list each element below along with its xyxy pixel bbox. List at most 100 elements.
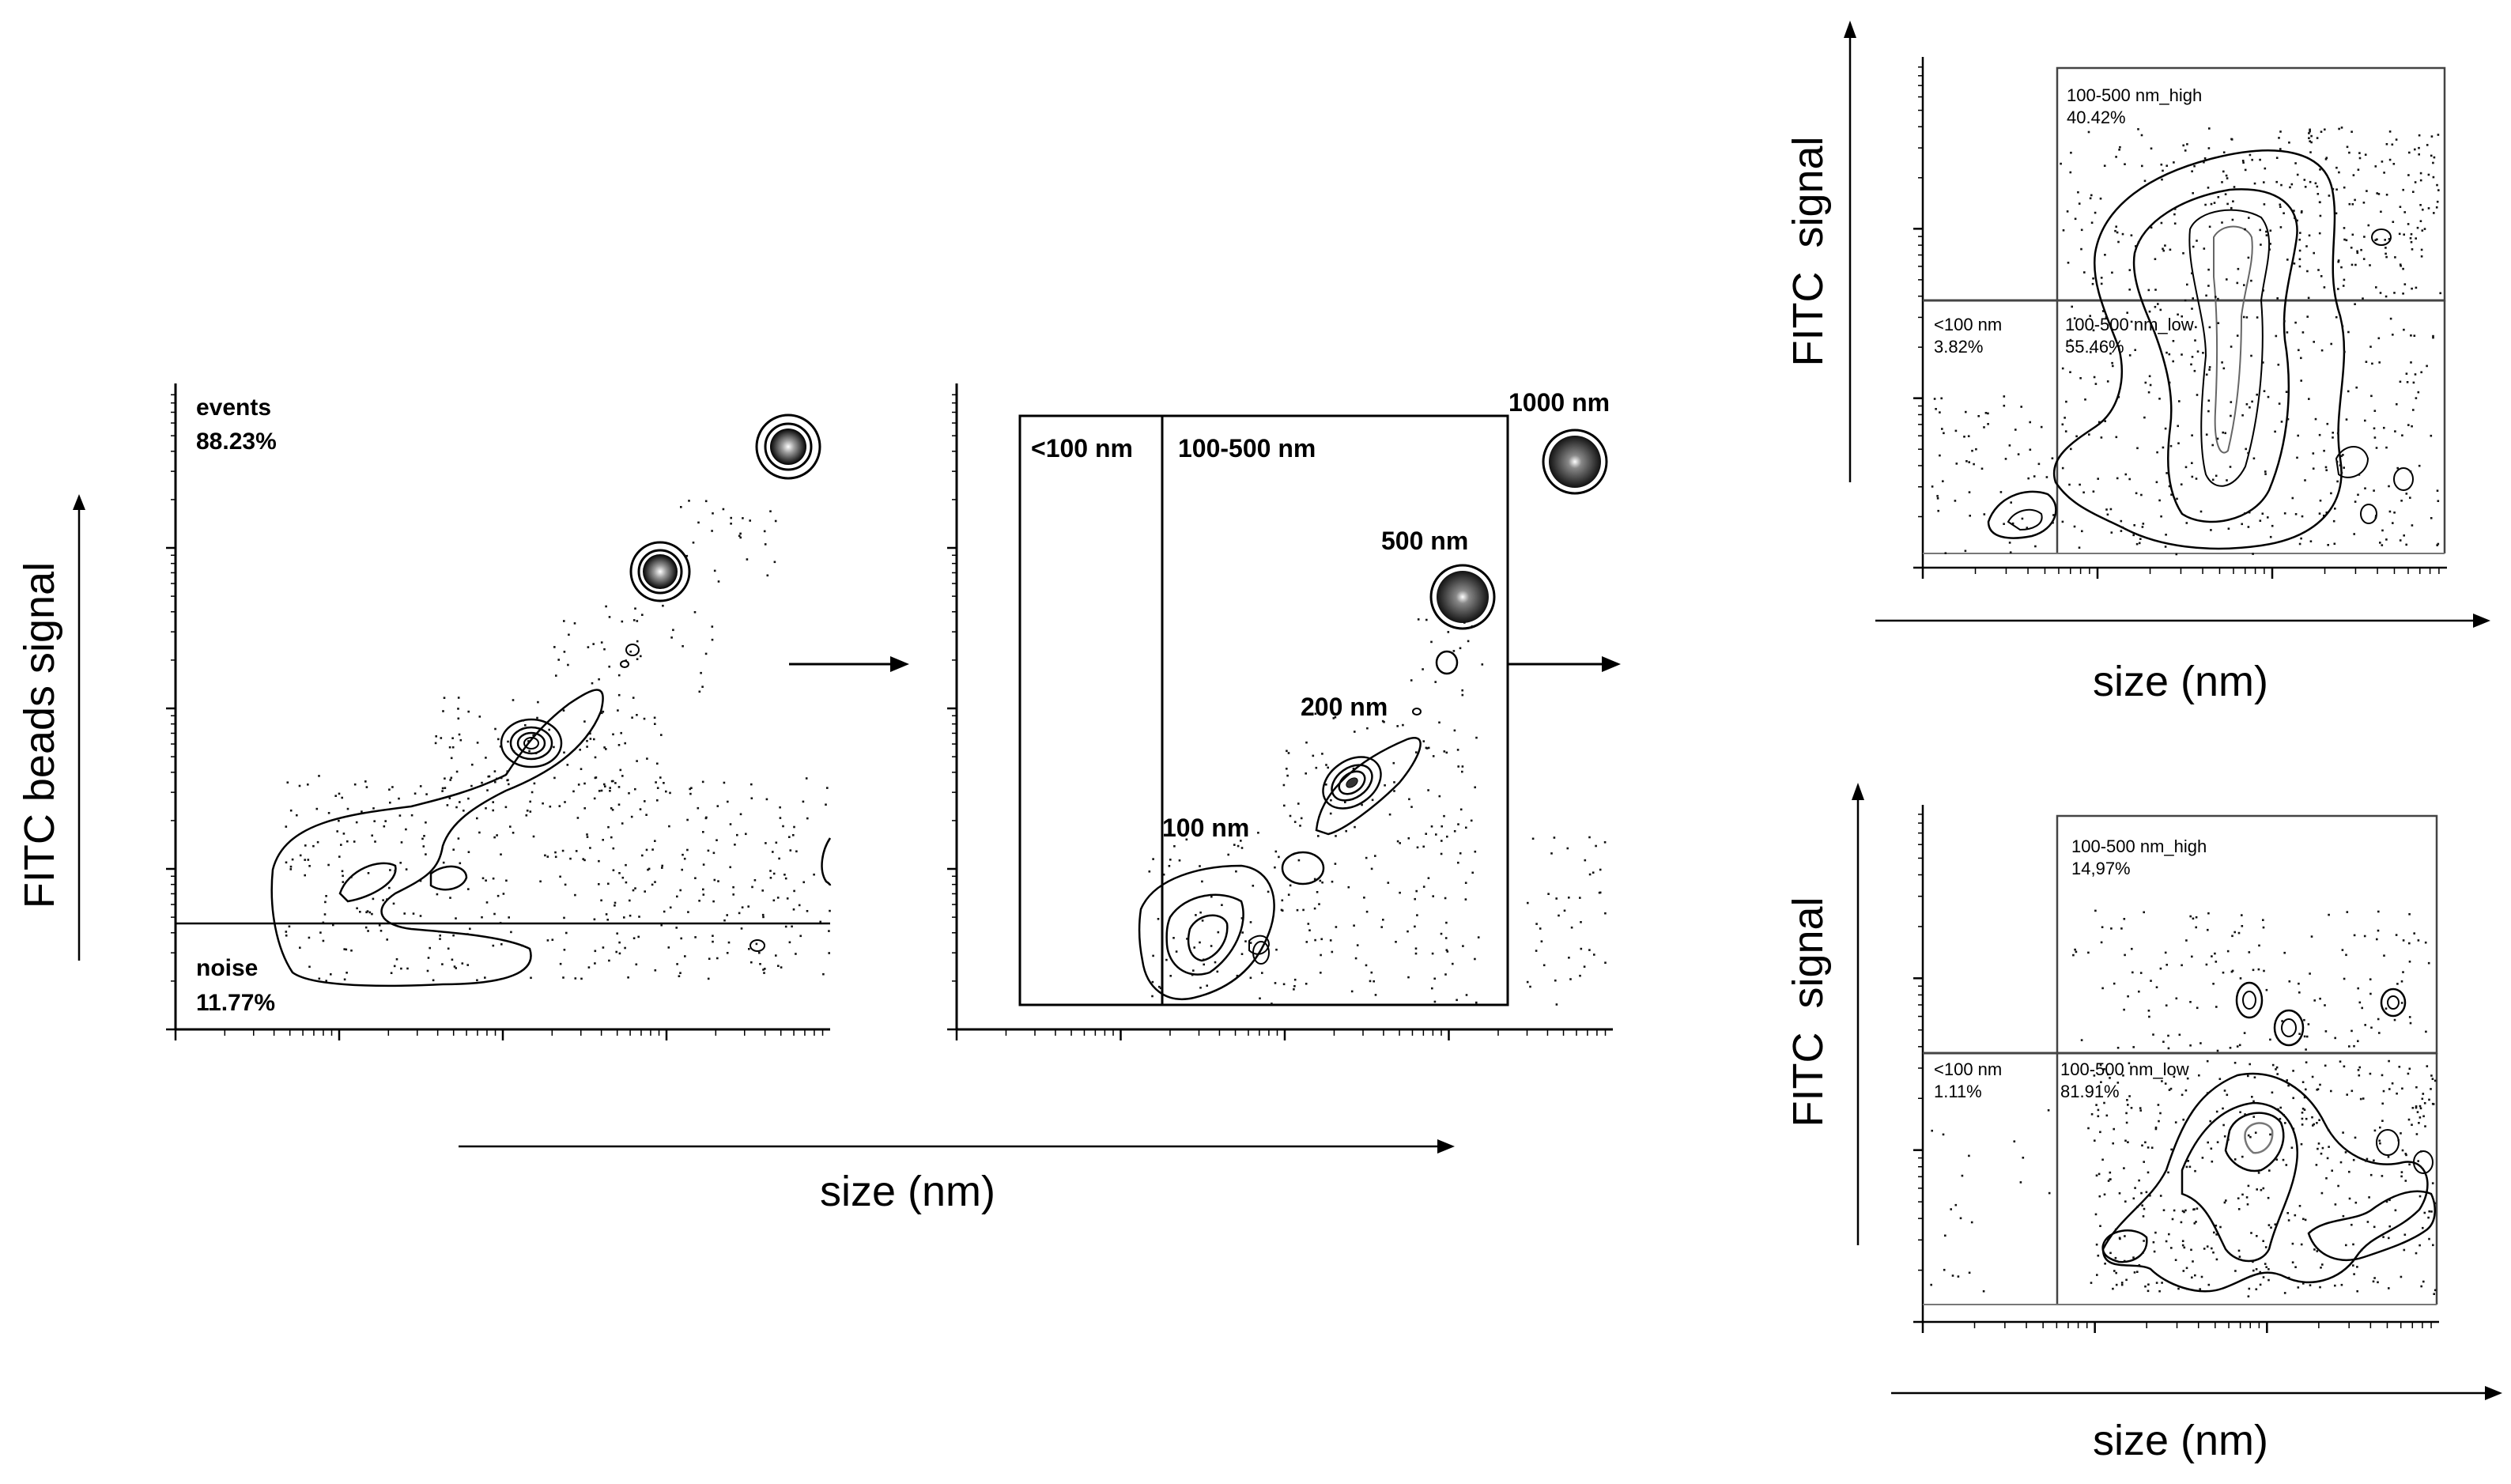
event-dot	[828, 930, 830, 932]
event-dot	[2436, 489, 2439, 492]
event-dot	[2325, 512, 2328, 514]
event-dot	[716, 805, 719, 807]
event-dot	[2373, 1129, 2377, 1132]
event-dot	[618, 941, 621, 944]
event-dot	[2064, 430, 2067, 432]
event-dot	[1554, 979, 1557, 982]
event-dot	[2120, 927, 2123, 930]
event-dot	[2345, 953, 2347, 957]
event-dot	[2319, 201, 2321, 204]
event-dot	[1443, 814, 1445, 818]
event-dot	[2191, 462, 2193, 464]
event-dot	[2207, 285, 2210, 287]
event-dot	[493, 770, 497, 772]
event-dot	[687, 911, 689, 913]
event-dot	[634, 787, 636, 791]
event-dot	[2138, 542, 2141, 545]
event-dot	[2337, 260, 2339, 263]
event-dot	[2091, 282, 2094, 285]
event-dot	[1274, 850, 1278, 853]
event-dot	[1432, 895, 1434, 897]
event-dot	[2301, 1112, 2304, 1114]
event-dot	[395, 958, 398, 961]
event-dot	[342, 874, 344, 878]
event-dot	[1943, 432, 1945, 435]
event-dot	[2217, 322, 2220, 324]
event-dot	[2148, 1015, 2150, 1018]
middle-100nm-contour-mid	[1165, 893, 1244, 976]
event-dot	[1481, 663, 1484, 666]
event-dot	[2330, 342, 2332, 346]
event-dot	[727, 941, 731, 944]
event-dot	[2309, 180, 2312, 183]
event-dot	[1604, 961, 1607, 964]
event-dot	[1568, 957, 1570, 959]
event-dot	[2328, 194, 2331, 197]
event-dot	[1595, 844, 1597, 848]
br-contour-upper-b	[2273, 1009, 2305, 1047]
event-dot	[2339, 1060, 2342, 1063]
event-dot	[2283, 319, 2286, 323]
event-dot	[2398, 1066, 2401, 1068]
event-dot	[606, 919, 609, 921]
event-dot	[2191, 170, 2193, 172]
event-dot	[609, 790, 611, 792]
event-dot	[2292, 1097, 2294, 1100]
event-dot	[1286, 774, 1289, 777]
br-contour-small-b	[2413, 1150, 2434, 1174]
event-dot	[463, 810, 465, 812]
event-dot	[753, 879, 757, 882]
event-dot	[2167, 1171, 2169, 1174]
event-dot	[2078, 202, 2081, 205]
event-dot	[2291, 1261, 2294, 1263]
event-dot	[648, 867, 651, 870]
event-dot	[1335, 926, 1338, 928]
event-dot	[1319, 879, 1322, 882]
event-dot	[2312, 1124, 2314, 1127]
event-dot	[2256, 316, 2259, 319]
event-dot	[1427, 877, 1430, 879]
event-dot	[374, 840, 376, 843]
event-dot	[2097, 1115, 2100, 1118]
event-dot	[1955, 463, 1958, 465]
event-dot	[2093, 1074, 2096, 1077]
event-dot	[2296, 219, 2298, 222]
event-dot	[2275, 157, 2279, 159]
event-dot	[1410, 806, 1413, 808]
event-dot	[2371, 362, 2373, 365]
event-dot	[2037, 463, 2041, 466]
event-dot	[2264, 470, 2267, 473]
event-dot	[2207, 912, 2210, 915]
gate-outer-box[interactable]	[1018, 414, 1509, 1006]
event-dot	[2306, 315, 2309, 318]
event-dot	[2154, 1127, 2158, 1131]
event-dot	[2238, 1044, 2241, 1047]
event-dot	[2319, 997, 2321, 1000]
event-dot	[2156, 451, 2158, 454]
event-dot	[308, 865, 311, 867]
event-dot	[2379, 542, 2381, 544]
event-dot	[2298, 991, 2301, 994]
event-dot	[2435, 206, 2438, 209]
event-dot	[1526, 980, 1529, 984]
event-dot	[441, 787, 444, 790]
event-dot	[2431, 1182, 2434, 1184]
event-dot	[2168, 485, 2171, 488]
event-dot	[1446, 835, 1448, 838]
event-dot	[1173, 845, 1176, 848]
event-dot	[1588, 873, 1592, 876]
event-dot	[2177, 1287, 2180, 1290]
event-dot	[2294, 321, 2297, 324]
event-dot	[598, 790, 601, 792]
event-dot	[2400, 1175, 2403, 1178]
event-dot	[769, 877, 772, 879]
event-dot	[1475, 1001, 1478, 1004]
event-dot	[2260, 244, 2262, 246]
tr-y-arrow-head	[1844, 21, 1856, 38]
event-dot	[2241, 523, 2243, 526]
event-dot	[524, 724, 527, 727]
event-dot	[469, 927, 471, 931]
event-dot	[2291, 1242, 2294, 1245]
event-dot	[684, 955, 686, 957]
event-dot	[2313, 341, 2315, 343]
